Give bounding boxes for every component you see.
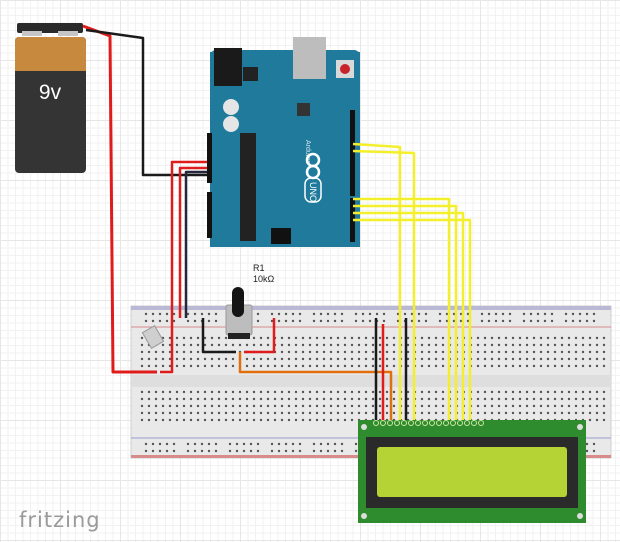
wire-vin xyxy=(178,166,207,318)
wire-battery-negative xyxy=(85,28,207,177)
pot-ref: R1 xyxy=(253,263,265,273)
arduino-brand: Arduino xyxy=(304,140,311,164)
wires xyxy=(82,24,472,420)
arduino-model: UNO xyxy=(308,182,318,202)
wire-contrast xyxy=(238,352,393,420)
wire-gnd xyxy=(184,170,207,318)
wire-pot-gnd xyxy=(201,318,236,354)
battery-9v[interactable]: 9v xyxy=(15,23,86,173)
signal-wires xyxy=(352,142,472,420)
lcd-16x2[interactable] xyxy=(358,420,586,523)
switch-component[interactable] xyxy=(141,325,165,349)
battery-label: 9v xyxy=(39,81,62,104)
wire-pot-vcc xyxy=(244,318,276,354)
lcd-pins xyxy=(373,420,484,426)
potentiometer-r1[interactable]: R1 10kΩ xyxy=(225,263,275,339)
fritzing-logo: fritzing xyxy=(19,508,101,532)
pot-value: 10kΩ xyxy=(253,274,275,284)
arduino-uno-board[interactable]: Arduino UNO xyxy=(207,37,360,247)
wire-5v xyxy=(160,160,207,374)
